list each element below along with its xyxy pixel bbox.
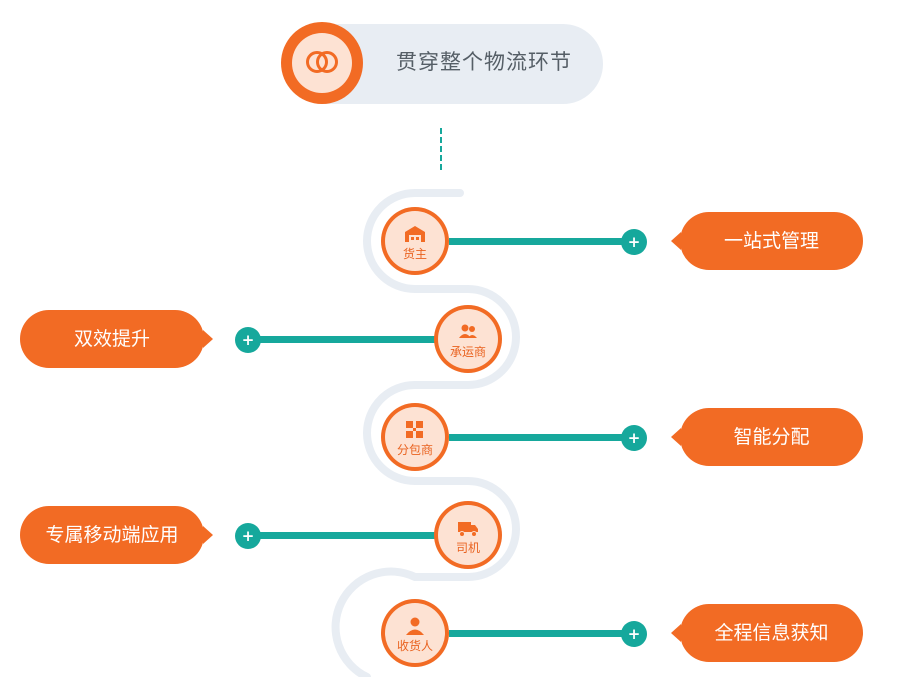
feature-tag-one-stop: 一站式管理 [671, 212, 863, 270]
parcels-icon [406, 421, 423, 438]
node-consignee: 收货人 [381, 599, 449, 667]
connector-line [449, 630, 634, 637]
plus-dot: + [621, 425, 647, 451]
connector-line [449, 434, 634, 441]
node-label: 司机 [455, 541, 480, 555]
plus-dot: + [621, 621, 647, 647]
plus-dot: + [235, 523, 261, 549]
feature-tag-smart-dispatch: 智能分配 [671, 408, 863, 466]
connector-line [449, 238, 634, 245]
node-label: 收货人 [396, 639, 433, 653]
connector-line [246, 532, 442, 539]
rings-icon [306, 51, 338, 73]
feature-tag-full-tracking: 全程信息获知 [671, 604, 863, 662]
feature-tag-efficiency: 双效提升 [20, 310, 213, 368]
node-shipper: 货主 [381, 207, 449, 275]
truck-icon [458, 522, 478, 537]
header-badge [281, 22, 363, 104]
node-label: 货主 [402, 247, 427, 261]
plus-dot: + [235, 327, 261, 353]
dashed-connector [440, 128, 442, 170]
node-label: 承运商 [449, 345, 486, 359]
warehouse-icon [405, 226, 425, 242]
node-label: 分包商 [396, 443, 433, 457]
feature-tag-mobile-app: 专属移动端应用 [20, 506, 213, 564]
connector-line [246, 336, 442, 343]
people-icon [459, 324, 477, 338]
header-title: 贯穿整个物流环节 [396, 50, 572, 74]
plus-dot: + [621, 229, 647, 255]
node-driver: 司机 [434, 501, 502, 569]
person-icon [406, 617, 424, 635]
node-carrier: 承运商 [434, 305, 502, 373]
node-subcontractor: 分包商 [381, 403, 449, 471]
